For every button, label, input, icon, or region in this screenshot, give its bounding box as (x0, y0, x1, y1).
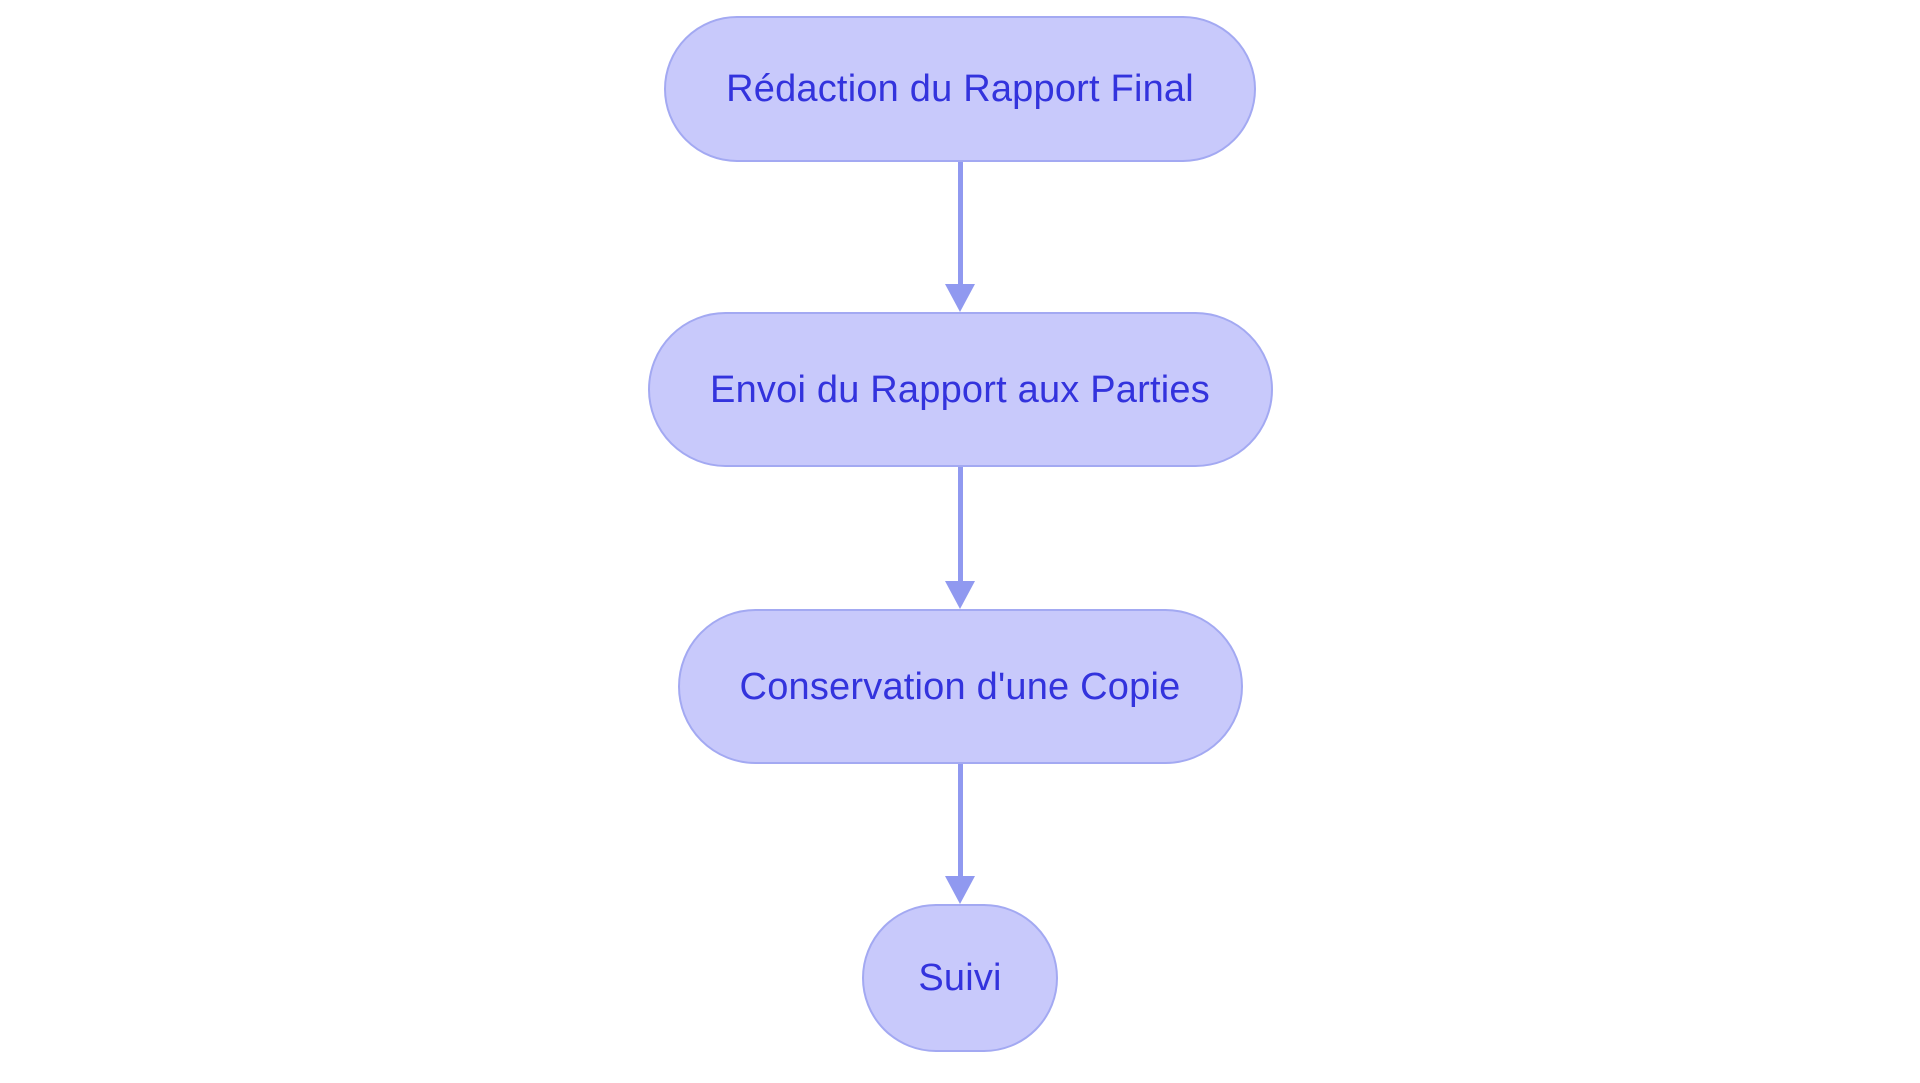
arrowhead-down-icon (945, 581, 975, 609)
flow-node-label: Conservation d'une Copie (739, 665, 1181, 708)
flow-edge-n1-to-n2 (945, 162, 975, 312)
flow-node-conservation-dune-copie[interactable]: Conservation d'une Copie (677, 609, 1243, 764)
edge-line (957, 467, 963, 582)
flow-node-suivi[interactable]: Suivi (862, 904, 1058, 1052)
flow-node-label: Rédaction du Rapport Final (726, 68, 1194, 110)
arrowhead-down-icon (945, 284, 975, 312)
flow-edge-n3-to-n4 (945, 764, 975, 904)
flow-node-label: Suivi (918, 957, 1002, 999)
arrowhead-down-icon (945, 876, 975, 904)
edge-line (957, 764, 963, 877)
flow-node-envoi-du-rapport-aux-parties[interactable]: Envoi du Rapport aux Parties (647, 312, 1273, 467)
flow-node-redaction-du-rapport-final[interactable]: Rédaction du Rapport Final (664, 16, 1256, 162)
edge-line (957, 162, 963, 285)
flow-node-label: Envoi du Rapport aux Parties (710, 368, 1210, 411)
flow-edge-n2-to-n3 (945, 467, 975, 609)
